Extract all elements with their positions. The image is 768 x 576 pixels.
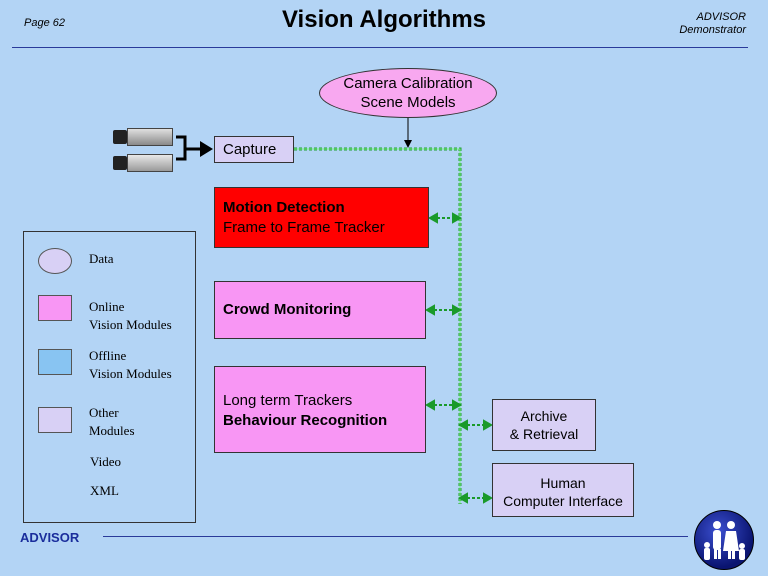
legend-online-line1: Online bbox=[89, 299, 125, 314]
legend-other-swatch bbox=[38, 407, 72, 433]
brand-line2: Demonstrator bbox=[679, 24, 746, 36]
camera-bracket bbox=[176, 135, 200, 161]
legend-other-line1: Other bbox=[89, 405, 119, 420]
longterm-line2: Behaviour Recognition bbox=[223, 412, 388, 429]
legend: Data Online Vision Modules Offline Visio… bbox=[23, 231, 196, 523]
capture-module: Capture bbox=[214, 136, 294, 163]
legend-online-line2: Vision Modules bbox=[89, 317, 172, 332]
brand-label: ADVISOR Demonstrator bbox=[679, 11, 746, 37]
legend-video-label: Video bbox=[90, 454, 121, 469]
legend-other-label: Other Modules bbox=[89, 404, 135, 440]
camera-icon bbox=[113, 152, 175, 172]
footer-divider bbox=[103, 536, 688, 537]
legend-online-label: Online Vision Modules bbox=[89, 298, 172, 334]
calibration-data-node: Camera Calibration Scene Models bbox=[319, 68, 497, 118]
legend-offline-line1: Offline bbox=[89, 348, 127, 363]
xml-link-longterm bbox=[424, 399, 463, 411]
footer-brand: ADVISOR bbox=[20, 530, 80, 545]
calibration-line2: Scene Models bbox=[360, 94, 456, 111]
xml-link-crowd bbox=[424, 304, 463, 316]
capture-label: Capture bbox=[223, 141, 277, 158]
page-title: Vision Algorithms bbox=[281, 6, 487, 33]
long-term-trackers-module: Long term Trackers Behaviour Recognition bbox=[214, 366, 426, 453]
legend-offline-label: Offline Vision Modules bbox=[89, 347, 172, 383]
crowd-label: Crowd Monitoring bbox=[223, 301, 352, 318]
archive-line1: Archive bbox=[520, 408, 568, 424]
capture-arrowhead bbox=[200, 141, 213, 157]
legend-offline-line2: Vision Modules bbox=[89, 366, 172, 381]
legend-data-swatch bbox=[38, 248, 72, 274]
motion-detection-module: Motion Detection Frame to Frame Tracker bbox=[214, 187, 429, 248]
family-logo-icon bbox=[694, 510, 754, 570]
longterm-line1: Long term Trackers bbox=[223, 392, 353, 409]
legend-other-line2: Modules bbox=[89, 423, 135, 438]
crowd-monitoring-module: Crowd Monitoring bbox=[214, 281, 426, 339]
calibration-arrowhead bbox=[404, 140, 412, 148]
archive-module: Archive & Retrieval bbox=[492, 399, 596, 451]
legend-online-swatch bbox=[38, 295, 72, 321]
legend-data-label: Data bbox=[89, 251, 114, 266]
header-divider bbox=[12, 47, 748, 48]
archive-line2: & Retrieval bbox=[509, 426, 579, 442]
motion-line1: Motion Detection bbox=[223, 199, 345, 216]
xml-link-hci bbox=[457, 492, 494, 504]
hci-module: Human Computer Interface bbox=[492, 463, 634, 517]
camera-icon bbox=[113, 126, 175, 146]
brand-line1: ADVISOR bbox=[696, 11, 746, 23]
calibration-line1: Camera Calibration bbox=[343, 75, 473, 92]
motion-line2: Frame to Frame Tracker bbox=[223, 219, 385, 236]
legend-xml-label: XML bbox=[90, 483, 119, 498]
hci-line2: Computer Interface bbox=[503, 493, 623, 509]
legend-offline-swatch bbox=[38, 349, 72, 375]
hci-line1: Human bbox=[540, 475, 586, 491]
xml-link-archive bbox=[457, 419, 494, 431]
page-number: Page 62 bbox=[24, 17, 65, 29]
xml-link-motion bbox=[427, 212, 463, 224]
